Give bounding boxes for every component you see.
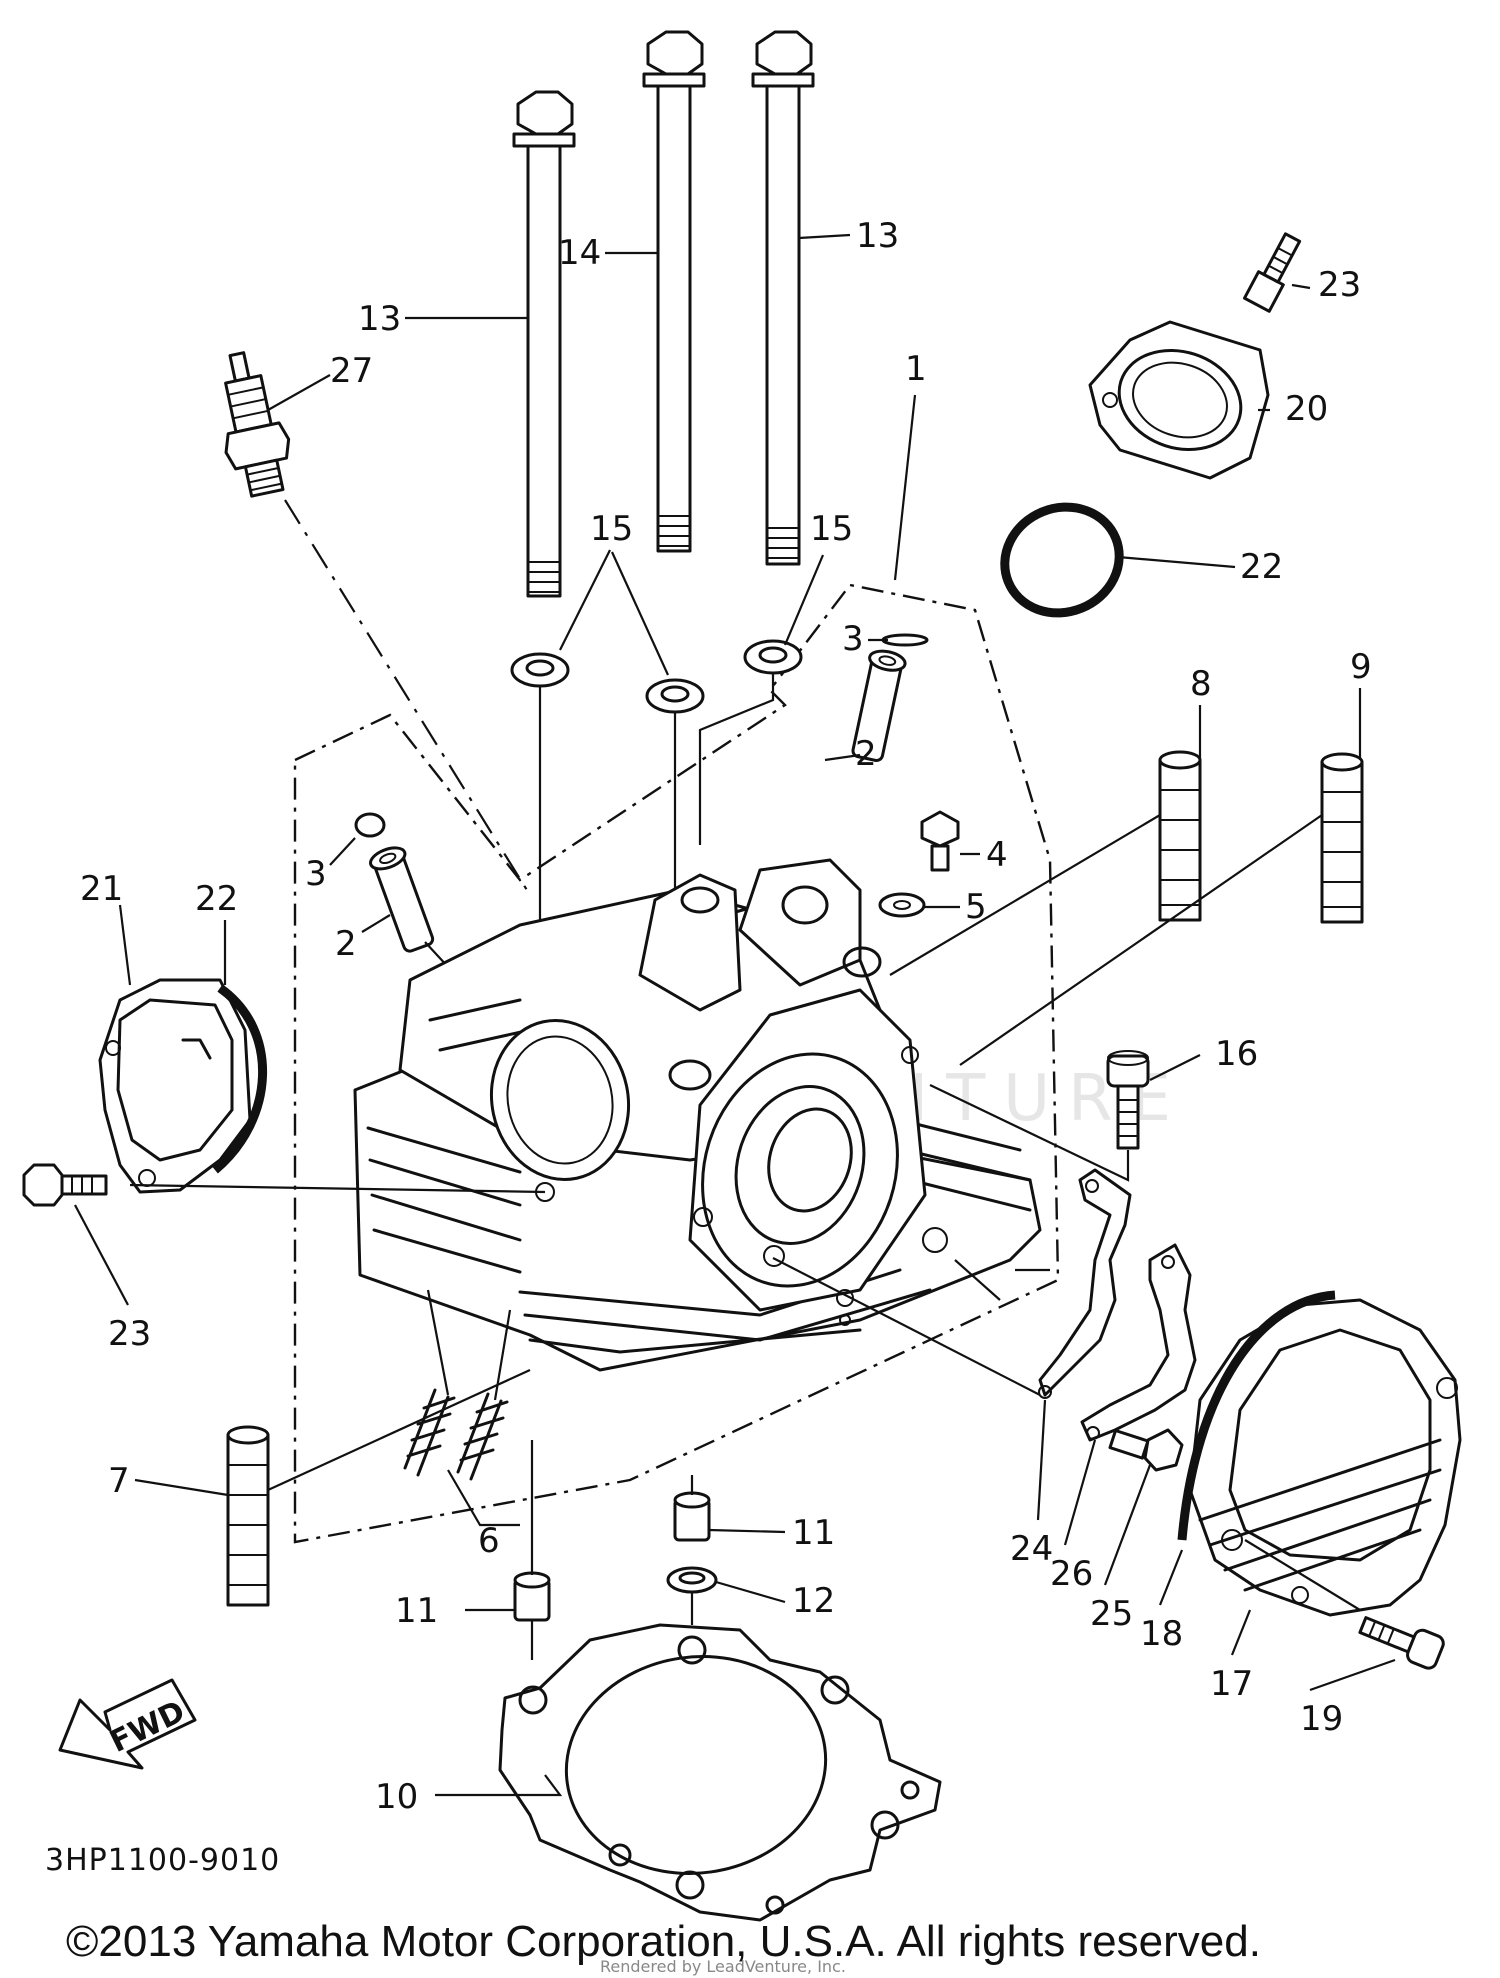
gasket-18 xyxy=(1177,1290,1336,1541)
callout-7: 7 xyxy=(108,1461,130,1501)
bolt-16 xyxy=(1106,1050,1150,1150)
callout-6: 6 xyxy=(478,1521,500,1561)
bolt-25 xyxy=(1108,1428,1184,1472)
o-ring-12 xyxy=(666,1566,718,1594)
dowel-alignment-lines xyxy=(530,1440,694,1660)
screw-4 xyxy=(920,810,960,872)
callout-13-right: 13 xyxy=(856,216,899,256)
callout-3-left: 3 xyxy=(305,854,327,894)
bolt-23-side xyxy=(22,1163,108,1207)
callout-17: 17 xyxy=(1210,1664,1253,1704)
forward-direction-arrow: FWD xyxy=(58,1678,197,1770)
callout-15-left: 15 xyxy=(590,509,633,549)
bracket-24 xyxy=(1038,1168,1132,1399)
cam-cover-bolt-axis xyxy=(1244,1539,1361,1611)
drawing-code: 3HP1100-9010 xyxy=(45,1843,280,1878)
dowel-11-right xyxy=(673,1491,711,1542)
callout-23-side: 23 xyxy=(108,1314,151,1354)
callout-leaders xyxy=(74,233,1396,1797)
spark-plug-27 xyxy=(224,351,291,498)
copyright-notice: ©2013 Yamaha Motor Corporation, U.S.A. A… xyxy=(66,1917,1261,1966)
bracket-26 xyxy=(1080,1243,1197,1442)
callout-15-right: 15 xyxy=(810,509,853,549)
assembly-outline xyxy=(293,583,1060,1544)
callout-16: 16 xyxy=(1215,1034,1258,1074)
dowel-11-left xyxy=(513,1571,551,1622)
callout-13-left: 13 xyxy=(358,299,401,339)
callout-2-left: 2 xyxy=(335,924,357,964)
callout-2-right: 2 xyxy=(855,734,877,774)
callout-9: 9 xyxy=(1350,647,1372,687)
spring-6-left xyxy=(403,1388,456,1477)
washer-15-middle xyxy=(645,678,705,714)
pin-7 xyxy=(226,1425,270,1607)
spark-plug-axis xyxy=(284,499,531,896)
cylinder-head-body xyxy=(353,858,1042,1372)
head-gasket-10 xyxy=(498,1623,942,1922)
valve-guide-2-right xyxy=(851,649,907,762)
callout-22-side: 22 xyxy=(195,879,238,919)
callout-18: 18 xyxy=(1140,1614,1183,1654)
callout-14: 14 xyxy=(558,233,601,273)
pin-leaders xyxy=(889,814,1323,1066)
valve-guide-2-left xyxy=(369,846,435,953)
render-watermark: Rendered by LeadVenture, Inc. xyxy=(600,1957,846,1976)
intake-manifold-20 xyxy=(1088,320,1270,480)
gasket-22-side xyxy=(212,984,267,1174)
stud-bolt-13-right xyxy=(751,30,815,566)
bolt-16-leader xyxy=(929,1084,1130,1182)
pin-7-leader xyxy=(267,1368,531,1492)
callout-22-upper: 22 xyxy=(1240,547,1283,587)
spring-6-right xyxy=(456,1392,509,1481)
callout-23-upper: 23 xyxy=(1318,265,1361,305)
callout-21: 21 xyxy=(80,869,123,909)
callout-27: 27 xyxy=(330,351,373,391)
clip-3-left xyxy=(354,812,386,838)
callout-26: 26 xyxy=(1050,1554,1093,1594)
o-ring-22-upper xyxy=(1000,502,1124,618)
bolt-19 xyxy=(1358,1616,1445,1670)
callout-11-left: 11 xyxy=(395,1591,438,1631)
callout-20: 20 xyxy=(1285,389,1328,429)
callout-1: 1 xyxy=(905,349,927,389)
side-bolt-axis xyxy=(129,1183,546,1194)
bolt-23-upper xyxy=(1242,232,1302,313)
callout-12: 12 xyxy=(792,1581,835,1621)
stud-bolt-13-left xyxy=(512,90,576,598)
stud-bolt-14 xyxy=(642,30,706,553)
callout-10: 10 xyxy=(375,1777,418,1817)
pin-9 xyxy=(1320,752,1364,924)
callout-19: 19 xyxy=(1300,1699,1343,1739)
callout-5: 5 xyxy=(965,887,987,927)
callout-25: 25 xyxy=(1090,1594,1133,1634)
washer-5 xyxy=(878,892,926,918)
pin-8 xyxy=(1158,750,1202,922)
callout-8: 8 xyxy=(1190,664,1212,704)
bracket-bolt-axis xyxy=(772,1257,1041,1396)
head-fin-edge xyxy=(954,1259,1050,1301)
callout-3-right: 3 xyxy=(842,619,864,659)
callout-11-right: 11 xyxy=(792,1513,835,1553)
callout-24: 24 xyxy=(1010,1529,1053,1569)
side-cover-21 xyxy=(98,978,252,1194)
washer-15-right xyxy=(743,639,803,675)
callout-4: 4 xyxy=(986,835,1008,875)
cam-cover-17 xyxy=(1188,1298,1462,1617)
washer-15-left xyxy=(510,652,570,688)
clip-3-right xyxy=(881,633,929,647)
